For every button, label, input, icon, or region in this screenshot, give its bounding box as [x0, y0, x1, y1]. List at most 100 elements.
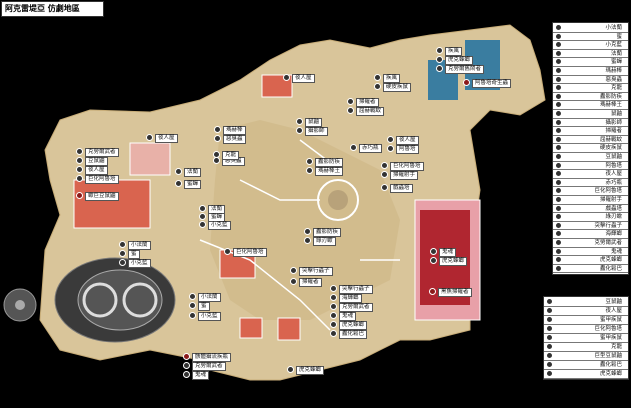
monster-label: 克勞爾舊鬧者: [445, 65, 485, 74]
monster-icon: [546, 361, 553, 368]
monster-label: 小法蘭: [128, 241, 151, 250]
monster-icon: [76, 166, 83, 173]
legend-label: 鼠鼬: [610, 111, 622, 117]
monster-icon: [555, 247, 562, 255]
legend-item: 掃羅者: [553, 127, 628, 136]
legend-label: 蜜蟬: [610, 59, 622, 66]
monster-icon: [214, 135, 221, 142]
monster-label: 蠹影防疾: [313, 228, 342, 237]
legend-label: 巨化阿魯塔: [594, 188, 622, 195]
monster-icon: [119, 241, 126, 248]
monster-icon: [546, 370, 553, 377]
monster-icon: [381, 162, 388, 169]
legend-label: 屈赫戰蚊: [599, 136, 622, 143]
monster-icon: [555, 32, 562, 40]
monster-icon: [555, 161, 562, 169]
monster-icon: [555, 239, 562, 246]
monster-icon: [199, 221, 206, 228]
monster-icon: [555, 178, 562, 186]
legend-item: 夜人屋: [553, 170, 628, 179]
legend-item: 阿魯塔: [553, 161, 628, 171]
monster-icon: [555, 153, 562, 160]
room: [277, 317, 301, 341]
monster-icon: [555, 187, 562, 195]
monster-icon: [76, 192, 83, 199]
monster-icon: [183, 371, 190, 378]
monster-icon: [555, 196, 562, 203]
monster-icon: [119, 250, 126, 257]
monster-icon: [330, 330, 337, 337]
monster-label: 赤巧瓶: [359, 144, 382, 153]
monster-icon: [429, 288, 436, 295]
legend-bottom: 豆鼠鼬夜人屋蜜甲疾鼠巨化阿魯塔蜜甲疾鼠克龍巨型豆鼠鼬蠹化鬆巴虎克蜂螂: [543, 296, 629, 380]
monster-icon: [76, 157, 83, 164]
legend-item: 瑪赫棒: [553, 67, 628, 76]
monster-label: 突擊行蟲子: [339, 285, 373, 294]
monster-icon: [119, 259, 126, 266]
legend-item: 蠹化鬆巴: [544, 361, 628, 370]
legend-item: 小法蘭: [553, 24, 628, 33]
monster-label: 攝影師: [305, 127, 328, 136]
legend-item: 海輝螂: [553, 230, 628, 239]
monster-label: 鼠鼬: [305, 118, 323, 127]
monster-label: 小法蘭: [198, 293, 221, 302]
monster-icon: [555, 256, 562, 264]
monster-icon: [224, 248, 231, 255]
monster-label: 克龍: [222, 151, 240, 160]
arena-ring: [82, 282, 118, 318]
monster-label: 蠹影防疾: [315, 158, 344, 167]
monster-icon: [347, 98, 354, 105]
monster-icon: [374, 83, 381, 90]
map-title: 阿克雷堤亞 仿劇地區: [1, 1, 104, 17]
monster-icon: [436, 47, 443, 54]
monster-icon: [555, 170, 562, 178]
monster-icon: [347, 107, 354, 114]
monster-icon: [555, 49, 562, 57]
monster-label: 黑魚掃羅者: [438, 288, 472, 297]
monster-icon: [183, 362, 190, 369]
legend-label: 掃羅射手: [599, 197, 622, 203]
legend-item: 鼠鼬: [553, 110, 628, 119]
monster-icon: [287, 366, 294, 373]
monster-label: 克勞爾武者: [192, 362, 226, 371]
legend-item: 蠹影防疾: [553, 92, 628, 102]
legend-label: 鬼魂: [610, 248, 622, 255]
legend-item: 克龍: [544, 343, 628, 352]
monster-label: 掃羅者: [299, 278, 322, 287]
arena-inner: [77, 269, 163, 331]
monster-icon: [555, 92, 562, 100]
monster-icon: [546, 316, 553, 323]
monster-icon: [214, 126, 221, 133]
legend-item: 惡臭蟲: [553, 75, 628, 85]
monster-icon: [555, 84, 562, 92]
legend-item: 蜜甲疾鼠: [544, 334, 628, 343]
monster-label: 疾風: [445, 47, 463, 56]
monster-icon: [296, 118, 303, 125]
legend-label: 豆鼠鼬: [605, 154, 622, 160]
monster-label: 巨化阿魯塔: [85, 175, 119, 184]
monster-label: 掃羅者: [356, 98, 379, 107]
monster-icon: [330, 285, 337, 292]
legend-label: 硬皮疾鼠: [599, 145, 622, 152]
legend-label: 突擊行蟲子: [594, 222, 622, 229]
legend-label: 巨型豆鼠鼬: [594, 353, 622, 359]
legend-item: 蜜甲疾鼠: [544, 316, 628, 325]
legend-item: 巨化阿魯塔: [544, 325, 628, 334]
legend-label: 蠹化鬆巴: [599, 362, 622, 368]
monster-label: 小克藍: [128, 259, 151, 268]
legend-item: 攝影師: [553, 118, 628, 128]
monster-icon: [183, 353, 190, 360]
monster-label: 蠍巨豆鼠鼬: [85, 192, 119, 201]
legend-item: 屈赫戰蚊: [553, 135, 628, 145]
monster-label: 蜜: [198, 302, 210, 311]
legend-label: 阿魯塔: [605, 162, 622, 169]
legend-item: 豆鼠鼬: [553, 153, 628, 162]
legend-label: 蜜甲疾鼠: [599, 317, 622, 323]
monster-label: 瑪赫棒王: [315, 167, 344, 176]
legend-label: 蜜: [616, 33, 622, 40]
legend-item: 鬼魂: [553, 247, 628, 257]
legend-item: 蜜: [553, 32, 628, 42]
legend-item: 突擊行蟲子: [553, 221, 628, 231]
monster-icon: [555, 213, 562, 221]
